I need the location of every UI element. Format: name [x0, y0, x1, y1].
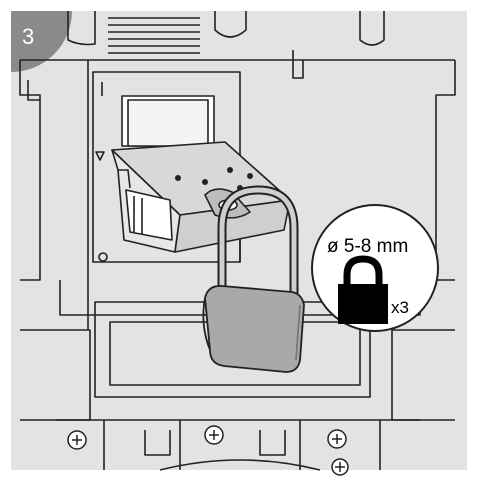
shackle-diameter-label: ø 5-8 mm — [327, 236, 408, 257]
breaker-handle — [121, 95, 215, 147]
padlock-icon — [338, 255, 388, 324]
lock-spec-callout: ø 5-8 mm x3 — [311, 204, 439, 332]
screw-icon — [67, 425, 349, 476]
step-badge: 3 — [11, 11, 72, 72]
step-number: 3 — [22, 24, 34, 49]
quantity-label: x3 — [391, 298, 409, 317]
lockout-bracket — [111, 141, 291, 253]
padlock — [202, 185, 305, 373]
